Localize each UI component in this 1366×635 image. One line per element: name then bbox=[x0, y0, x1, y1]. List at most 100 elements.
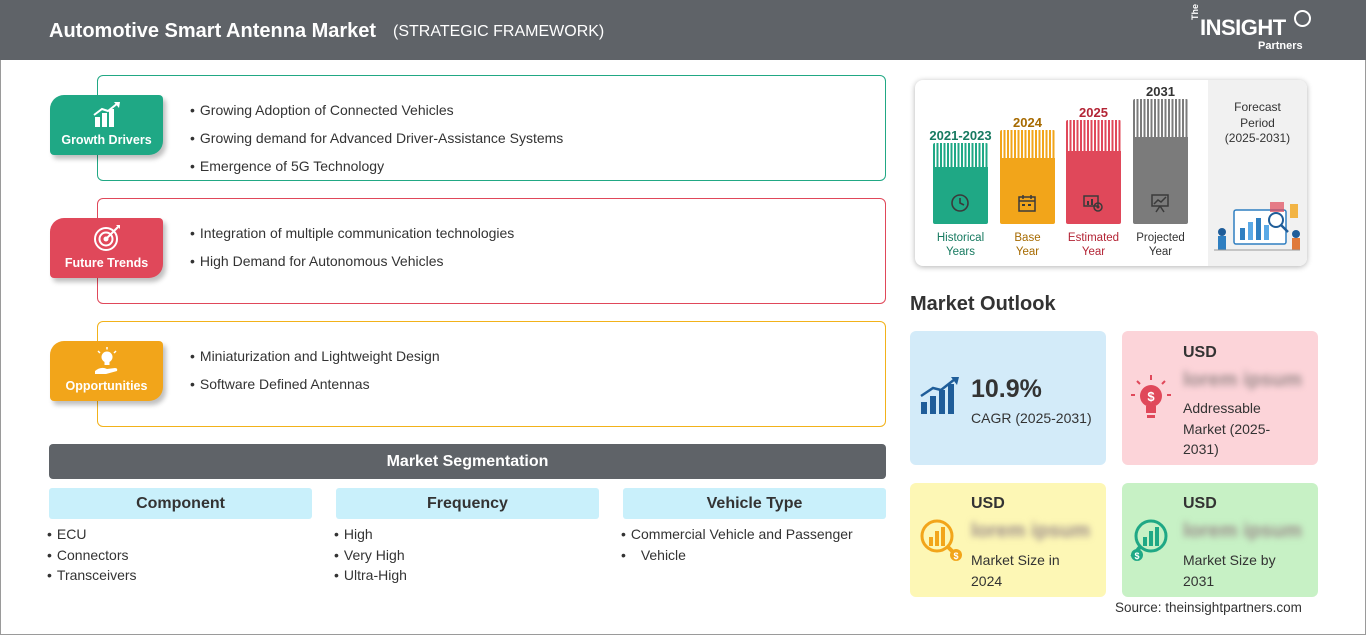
logo-insight: INSIGHT bbox=[1200, 15, 1286, 40]
calendar-icon bbox=[1018, 195, 1036, 212]
timeline-year: 2031 bbox=[1146, 84, 1175, 99]
list-item: Emergence of 5G Technology bbox=[190, 152, 563, 180]
logo-ring-icon bbox=[1294, 10, 1311, 27]
timeline-label-line-1: Base bbox=[1014, 232, 1041, 244]
segment-list-frequency: High Very High Ultra-High bbox=[334, 524, 407, 586]
addressable-value: lorem ipsum bbox=[1183, 369, 1302, 391]
segment-list-vehicle-type: Commercial Vehicle and Passenger •Vehicl… bbox=[621, 524, 853, 565]
addressable-market-card: $ USD lorem ipsum Addressable Market (20… bbox=[1122, 331, 1318, 465]
list-item: Very High bbox=[334, 545, 407, 566]
growth-drivers-label: Growth Drivers bbox=[61, 133, 152, 147]
analytics-illustration-icon bbox=[1214, 202, 1300, 251]
addressable-label-2: Market (2025- bbox=[1183, 420, 1271, 437]
list-item: Software Defined Antennas bbox=[190, 370, 440, 398]
size-2024-label-1: Market Size in bbox=[971, 552, 1060, 568]
size-2024-value: lorem ipsum bbox=[971, 520, 1090, 542]
list-item: Connectors bbox=[47, 545, 137, 566]
list-item: Transceivers bbox=[47, 565, 137, 586]
timeline-label-line-1: Estimated bbox=[1067, 232, 1120, 244]
svg-text:$: $ bbox=[953, 551, 958, 561]
future-trends-badge: Future Trends bbox=[50, 218, 163, 278]
forecast-line-2: Period bbox=[1240, 115, 1275, 130]
segment-list-component: ECU Connectors Transceivers bbox=[47, 524, 137, 586]
timeline-label-line-2: Year bbox=[1015, 246, 1040, 258]
segment-heading-frequency: Frequency bbox=[336, 488, 599, 519]
timeline-bar bbox=[1133, 99, 1188, 224]
growth-drivers-box: Growing Adoption of Connected Vehicles G… bbox=[97, 75, 886, 181]
page-subtitle: (STRATEGIC FRAMEWORK) bbox=[393, 23, 605, 40]
market-size-2024-card: $ USD lorem ipsum Market Size in 2024 bbox=[910, 483, 1106, 597]
timeline-year: 2025 bbox=[1079, 105, 1108, 120]
cagr-value: 10.9% bbox=[971, 375, 1042, 403]
gear-chart-icon bbox=[1083, 195, 1103, 212]
company-logo[interactable]: The INSIGHT Partners bbox=[1190, 4, 1320, 54]
future-trends-box: Integration of multiple communication te… bbox=[97, 198, 886, 304]
opportunities-label: Opportunities bbox=[65, 379, 148, 393]
forecast-line-1: Forecast bbox=[1234, 100, 1281, 114]
list-item: ECU bbox=[47, 524, 137, 545]
list-item: High Demand for Autonomous Vehicles bbox=[190, 247, 514, 275]
timeline-label-line-2: Year bbox=[1148, 246, 1173, 258]
market-outlook-title: Market Outlook bbox=[910, 293, 1056, 315]
segment-heading-vehicle-type: Vehicle Type bbox=[623, 488, 886, 519]
presentation-icon bbox=[1151, 194, 1169, 213]
size-2024-label: Market Size in 2024 bbox=[971, 550, 1060, 591]
dollar-bulb-icon: $ bbox=[1131, 375, 1171, 418]
header-bar: Automotive Smart Antenna Market (STRATEG… bbox=[0, 0, 1366, 60]
target-icon bbox=[94, 225, 120, 251]
list-item: Growing Adoption of Connected Vehicles bbox=[190, 96, 563, 124]
market-size-2031-card: $ USD lorem ipsum Market Size by 2031 bbox=[1122, 483, 1318, 597]
forecast-line-3: (2025-2031) bbox=[1224, 131, 1291, 145]
list-item: Growing demand for Advanced Driver-Assis… bbox=[190, 124, 563, 152]
size-2031-label-2: 2031 bbox=[1183, 572, 1215, 589]
size-2031-value: lorem ipsum bbox=[1183, 520, 1302, 542]
size-2031-currency: USD bbox=[1183, 495, 1217, 512]
addressable-label-1: Addressable bbox=[1183, 400, 1261, 416]
addressable-label-3: 2031) bbox=[1183, 441, 1219, 457]
opportunities-list: Miniaturization and Lightweight Design S… bbox=[190, 342, 440, 398]
addressable-currency: USD bbox=[1183, 344, 1217, 361]
size-2024-label-2: 2024 bbox=[971, 572, 1003, 589]
timeline-label-line-1: Historical bbox=[936, 232, 985, 244]
list-item: Commercial Vehicle and Passenger bbox=[621, 524, 853, 545]
svg-text:$: $ bbox=[1134, 551, 1139, 561]
growth-chart-icon bbox=[920, 377, 959, 414]
forecast-panel: Forecast Period (2025-2031) bbox=[1208, 80, 1307, 266]
list-item: •Vehicle bbox=[621, 545, 853, 566]
future-trends-label: Future Trends bbox=[64, 256, 149, 270]
addressable-label: Addressable Market (2025- 2031) bbox=[1183, 398, 1270, 460]
size-2031-label: Market Size by 2031 bbox=[1183, 550, 1276, 591]
svg-text:$: $ bbox=[1147, 389, 1155, 404]
page-title: Automotive Smart Antenna Market bbox=[49, 20, 377, 42]
list-item-continuation: Vehicle bbox=[640, 546, 686, 563]
clock-history-icon bbox=[951, 194, 969, 212]
segmentation-title: Market Segmentation bbox=[49, 444, 886, 479]
timeline-bar bbox=[1000, 130, 1055, 224]
timeline-label-line-2: Years bbox=[946, 246, 975, 258]
cagr-card: 10.9% CAGR (2025-2031) bbox=[910, 331, 1106, 465]
growth-drivers-badge: Growth Drivers bbox=[50, 95, 163, 155]
list-item: Ultra-High bbox=[334, 565, 407, 586]
logo-partners: Partners bbox=[1258, 40, 1303, 52]
list-item: Integration of multiple communication te… bbox=[190, 219, 514, 247]
growth-chart-icon bbox=[93, 102, 120, 127]
logo-the: The bbox=[1190, 3, 1200, 20]
magnifier-chart-icon: $ bbox=[920, 519, 962, 561]
cagr-label: CAGR (2025-2031) bbox=[971, 410, 1092, 426]
magnifier-chart-icon: $ bbox=[1130, 519, 1168, 561]
future-trends-list: Integration of multiple communication te… bbox=[190, 219, 514, 275]
source-text: Source: theinsightpartners.com bbox=[1115, 600, 1302, 615]
lightbulb-hand-icon bbox=[95, 347, 118, 374]
timeline-year: 2024 bbox=[1013, 115, 1042, 130]
growth-drivers-list: Growing Adoption of Connected Vehicles G… bbox=[190, 96, 563, 180]
forecast-period-text: Forecast Period (2025-2031) bbox=[1208, 100, 1307, 147]
size-2031-label-1: Market Size by bbox=[1183, 552, 1276, 568]
size-2024-currency: USD bbox=[971, 495, 1005, 512]
list-item: Miniaturization and Lightweight Design bbox=[190, 342, 440, 370]
timeline-year: 2021-2023 bbox=[929, 128, 992, 143]
timeline-label-line-2: Year bbox=[1081, 246, 1106, 258]
timeline-label-line-1: Projected bbox=[1136, 232, 1185, 244]
